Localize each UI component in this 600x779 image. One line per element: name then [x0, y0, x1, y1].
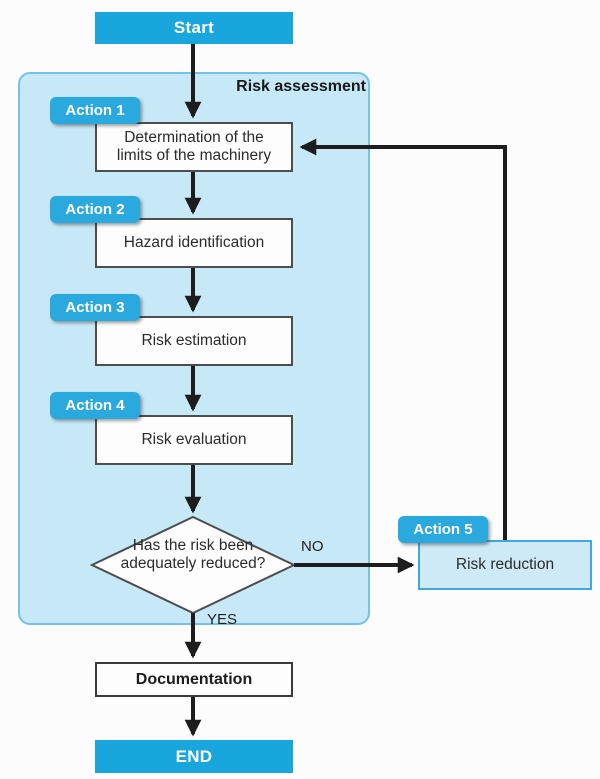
documentation-box: Documentation	[95, 662, 293, 697]
action-4-badge: Action 4	[50, 392, 140, 419]
yes-edge-label: YES	[207, 611, 238, 628]
step1-determination-box: Determination of the limits of the machi…	[95, 122, 293, 172]
no-edge-label: NO	[301, 538, 324, 555]
end-node: END	[95, 740, 293, 773]
arrow-reduction-feedback-to-step1	[299, 138, 507, 540]
step1-line2: limits of the machinery	[116, 147, 272, 164]
decision-text: Has the risk been adequately reduced?	[92, 537, 294, 574]
step1-line1: Determination of the	[124, 128, 264, 146]
step3-label: Risk estimation	[141, 331, 247, 349]
step2-hazard-identification-box: Hazard identification	[95, 218, 293, 268]
action-5-badge: Action 5	[398, 516, 488, 543]
step3-risk-estimation-box: Risk estimation	[95, 316, 293, 366]
risk-reduction-label: Risk reduction	[455, 556, 555, 573]
documentation-label: Documentation	[135, 670, 253, 688]
action-2-badge: Action 2	[50, 196, 140, 223]
risk-assessment-label: Risk assessment	[236, 78, 366, 95]
step2-label: Hazard identification	[123, 233, 265, 251]
risk-reduction-box: Risk reduction	[418, 540, 592, 590]
action-1-badge: Action 1	[50, 97, 140, 124]
decision-line2: adequately reduced?	[120, 555, 266, 573]
step4-label: Risk evaluation	[141, 430, 247, 448]
start-node: Start	[95, 12, 293, 44]
action-3-badge: Action 3	[50, 294, 140, 321]
decision-line1: Has the risk been	[132, 537, 254, 554]
step4-risk-evaluation-box: Risk evaluation	[95, 415, 293, 465]
